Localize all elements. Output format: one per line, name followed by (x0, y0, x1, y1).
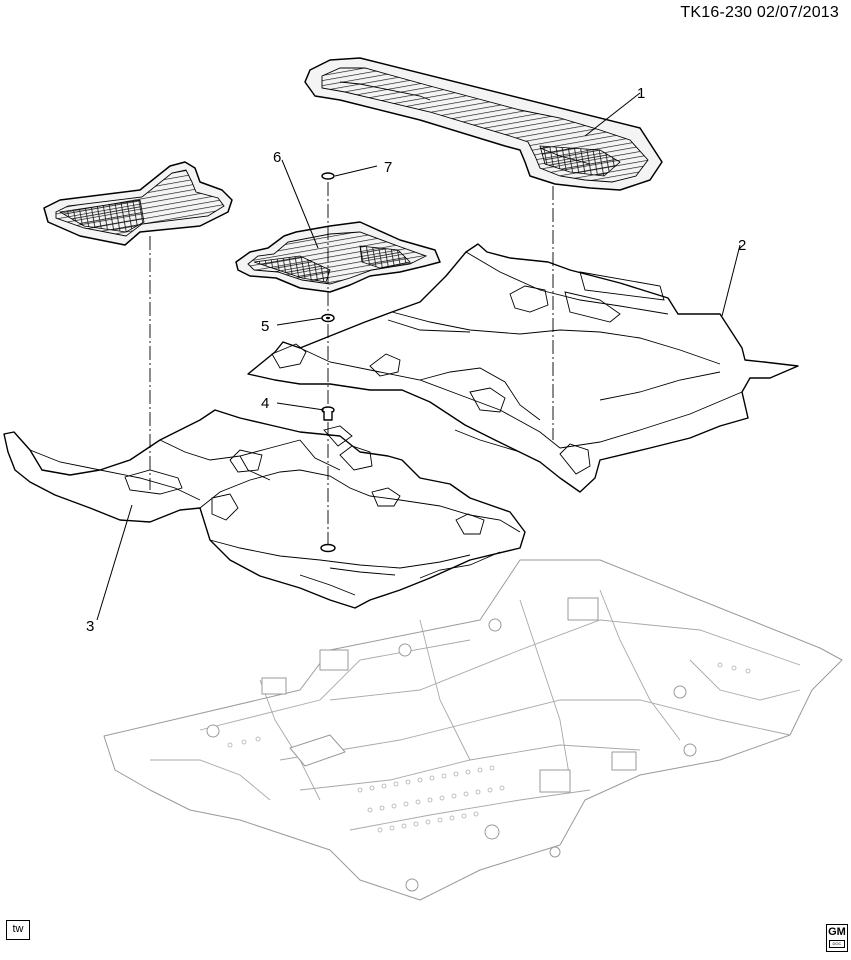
retainer (321, 406, 335, 421)
assembly-centerlines (149, 182, 554, 545)
grommet (321, 313, 335, 323)
gm-logo-text: GM (828, 926, 846, 938)
front-floor-carpet (3, 409, 526, 609)
callout-2: 2 (738, 237, 746, 254)
rear-floor-mat (304, 57, 663, 191)
leader-lines (96, 92, 741, 621)
callout-1: 1 (637, 85, 645, 102)
callout-3: 3 (86, 618, 94, 635)
callout-6: 6 (273, 149, 281, 166)
corner-tag: tw (6, 920, 30, 940)
document-id: TK16-230 02/07/2013 (680, 4, 839, 21)
floor-carpet-mount-hole (320, 543, 336, 553)
rear-floor-carpet (247, 243, 799, 493)
callout-5: 5 (261, 318, 269, 335)
gm-logo-subtext: DOC (829, 940, 845, 948)
vehicle-floor-pan (103, 559, 843, 901)
retainer-cap (321, 172, 335, 180)
front-floor-mats (43, 161, 441, 293)
gm-logo: GM DOC (826, 924, 848, 952)
callout-7: 7 (384, 159, 392, 176)
callout-4: 4 (261, 395, 269, 412)
